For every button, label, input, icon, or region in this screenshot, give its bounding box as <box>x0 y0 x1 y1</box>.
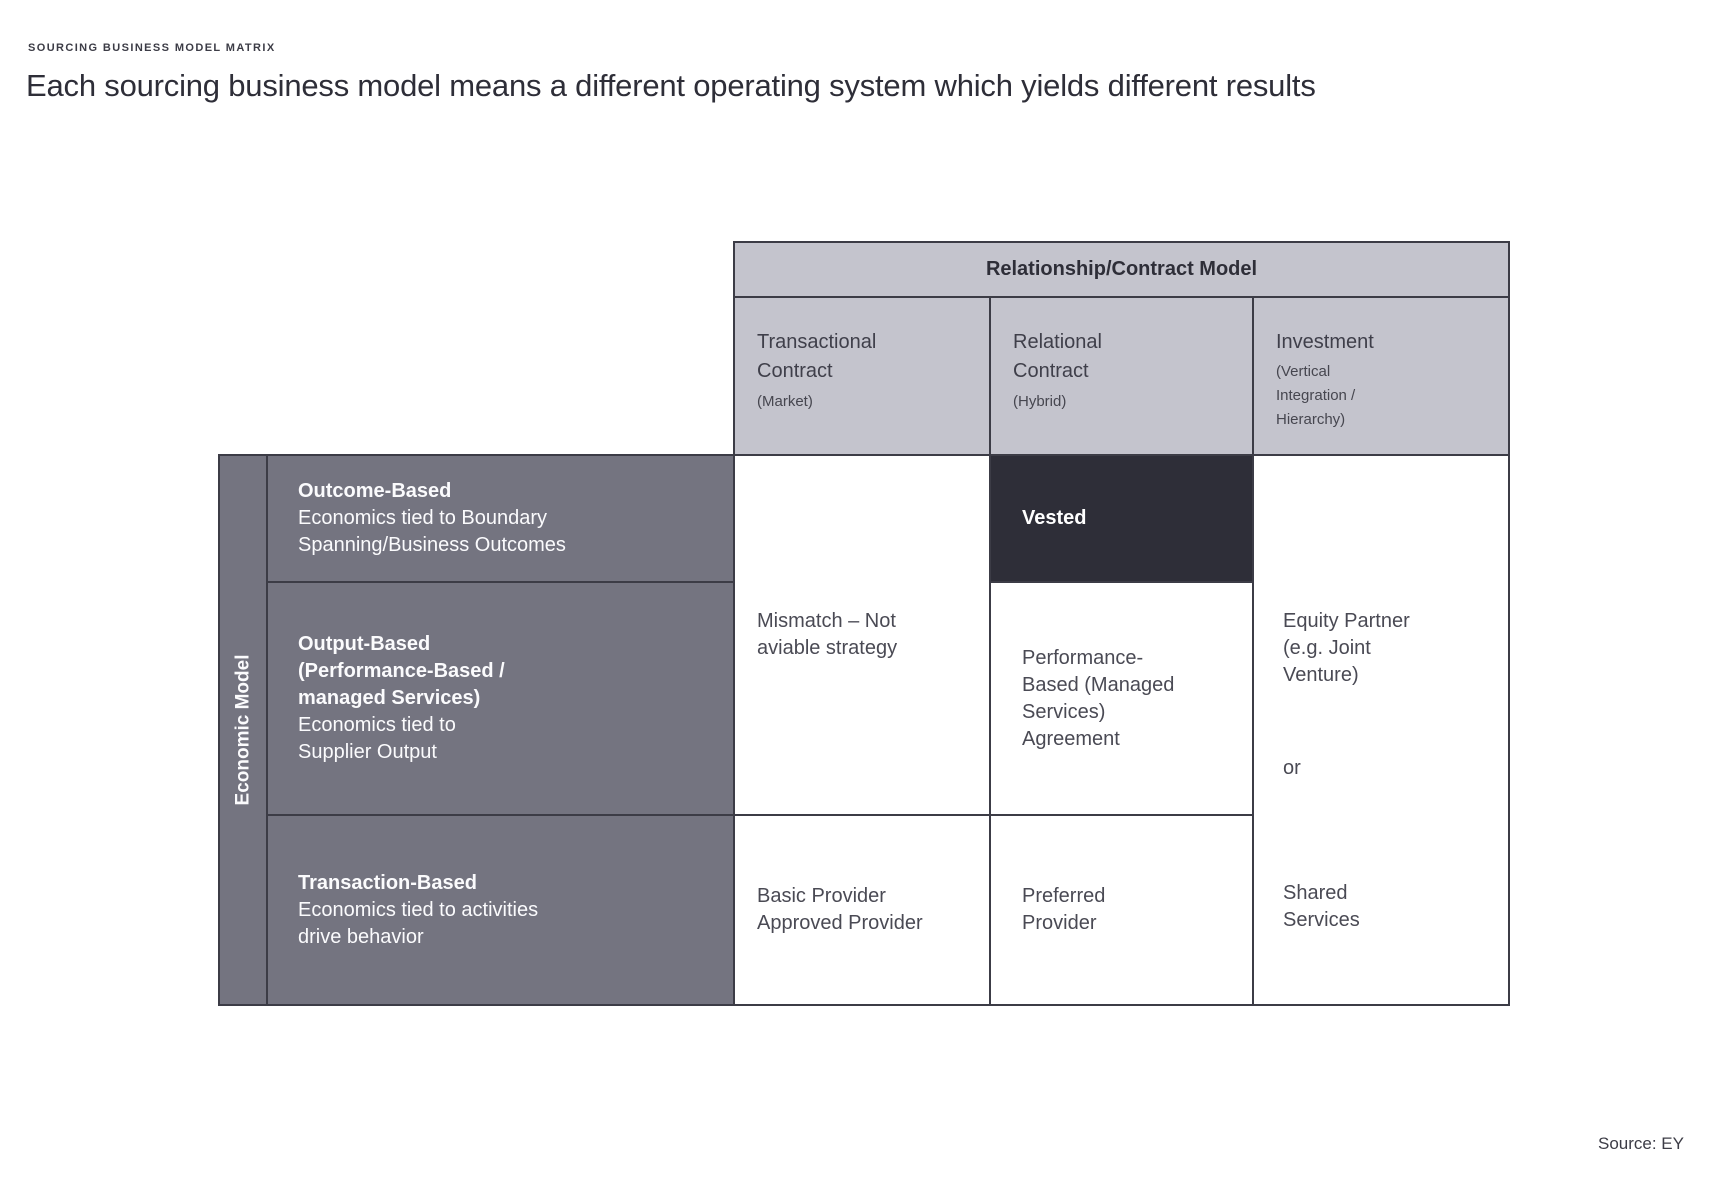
row-header-output-based: Output-Based (Performance-Based / manage… <box>268 583 733 814</box>
source-credit: Source: EY <box>1598 1134 1684 1153</box>
grid-line <box>218 1004 1510 1006</box>
column-header-sublabel: (Market) <box>757 393 813 410</box>
cell-mismatch: Mismatch – Not aviable strategy <box>757 610 898 659</box>
grid-line <box>266 454 268 1006</box>
column-header-label: Transactional Contract <box>757 331 877 382</box>
cell-investment-column: Equity Partner (e.g. Joint Venture) or S… <box>1254 456 1508 1004</box>
row-axis-title: Economic Model <box>232 654 253 806</box>
grid-line <box>1508 241 1510 1006</box>
column-axis-title: Relationship/Contract Model <box>985 258 1258 280</box>
row-header-label: Output-Based (Performance-Based / manage… <box>298 633 505 709</box>
grid-line <box>989 296 991 1006</box>
column-header-label: Relational Contract <box>1013 331 1102 382</box>
cell-performance-based: Performance- Based (Managed Services) Ag… <box>1022 646 1175 750</box>
row-header-outcome-based: Outcome-Based Economics tied to Boundary… <box>268 456 733 581</box>
column-header-band <box>733 241 1510 456</box>
row-header-label: Outcome-Based <box>298 480 452 502</box>
page-title: Each sourcing business model means a dif… <box>26 68 1316 103</box>
grid-line <box>989 581 1254 583</box>
row-header-description: Economics tied to Supplier Output <box>298 714 456 763</box>
grid-line <box>733 241 1510 243</box>
column-header-label: Investment <box>1276 331 1374 353</box>
cell-preferred-provider: Preferred Provider <box>1022 885 1106 934</box>
grid-line <box>268 581 735 583</box>
column-header-investment: Investment (Vertical Integration / Hiera… <box>1276 328 1501 432</box>
column-header-sublabel: (Vertical Integration / Hierarchy) <box>1276 363 1356 428</box>
cell-shared-services: Shared Services <box>1283 882 1360 931</box>
vested-cell-background <box>989 454 1254 583</box>
row-header-label: Transaction-Based <box>298 871 477 894</box>
grid-line <box>268 814 1254 816</box>
grid-line <box>218 454 1510 456</box>
grid-line <box>733 241 735 1006</box>
column-header-transactional: Transactional Contract (Market) <box>757 328 982 412</box>
slide-kicker: SOURCING BUSINESS MODEL MATRIX <box>28 42 276 54</box>
cell-vested: Vested <box>1022 507 1087 529</box>
grid-line <box>1252 296 1254 1006</box>
row-header-transaction-based: Transaction-Based Economics tied to acti… <box>268 816 733 1004</box>
cell-basic-provider: Basic Provider Approved Provider <box>757 885 923 934</box>
grid-line <box>218 454 220 1006</box>
cell-equity-partner: Equity Partner (e.g. Joint Venture) <box>1283 610 1410 686</box>
row-header-block <box>218 454 735 1006</box>
cell-or-label: or <box>1283 757 1301 779</box>
grid-line <box>733 296 1510 298</box>
column-header-sublabel: (Hybrid) <box>1013 393 1067 410</box>
row-header-description: Economics tied to activities drive behav… <box>298 898 539 948</box>
column-header-relational: Relational Contract (Hybrid) <box>1013 328 1238 412</box>
row-header-description: Economics tied to Boundary Spanning/Busi… <box>298 507 566 556</box>
